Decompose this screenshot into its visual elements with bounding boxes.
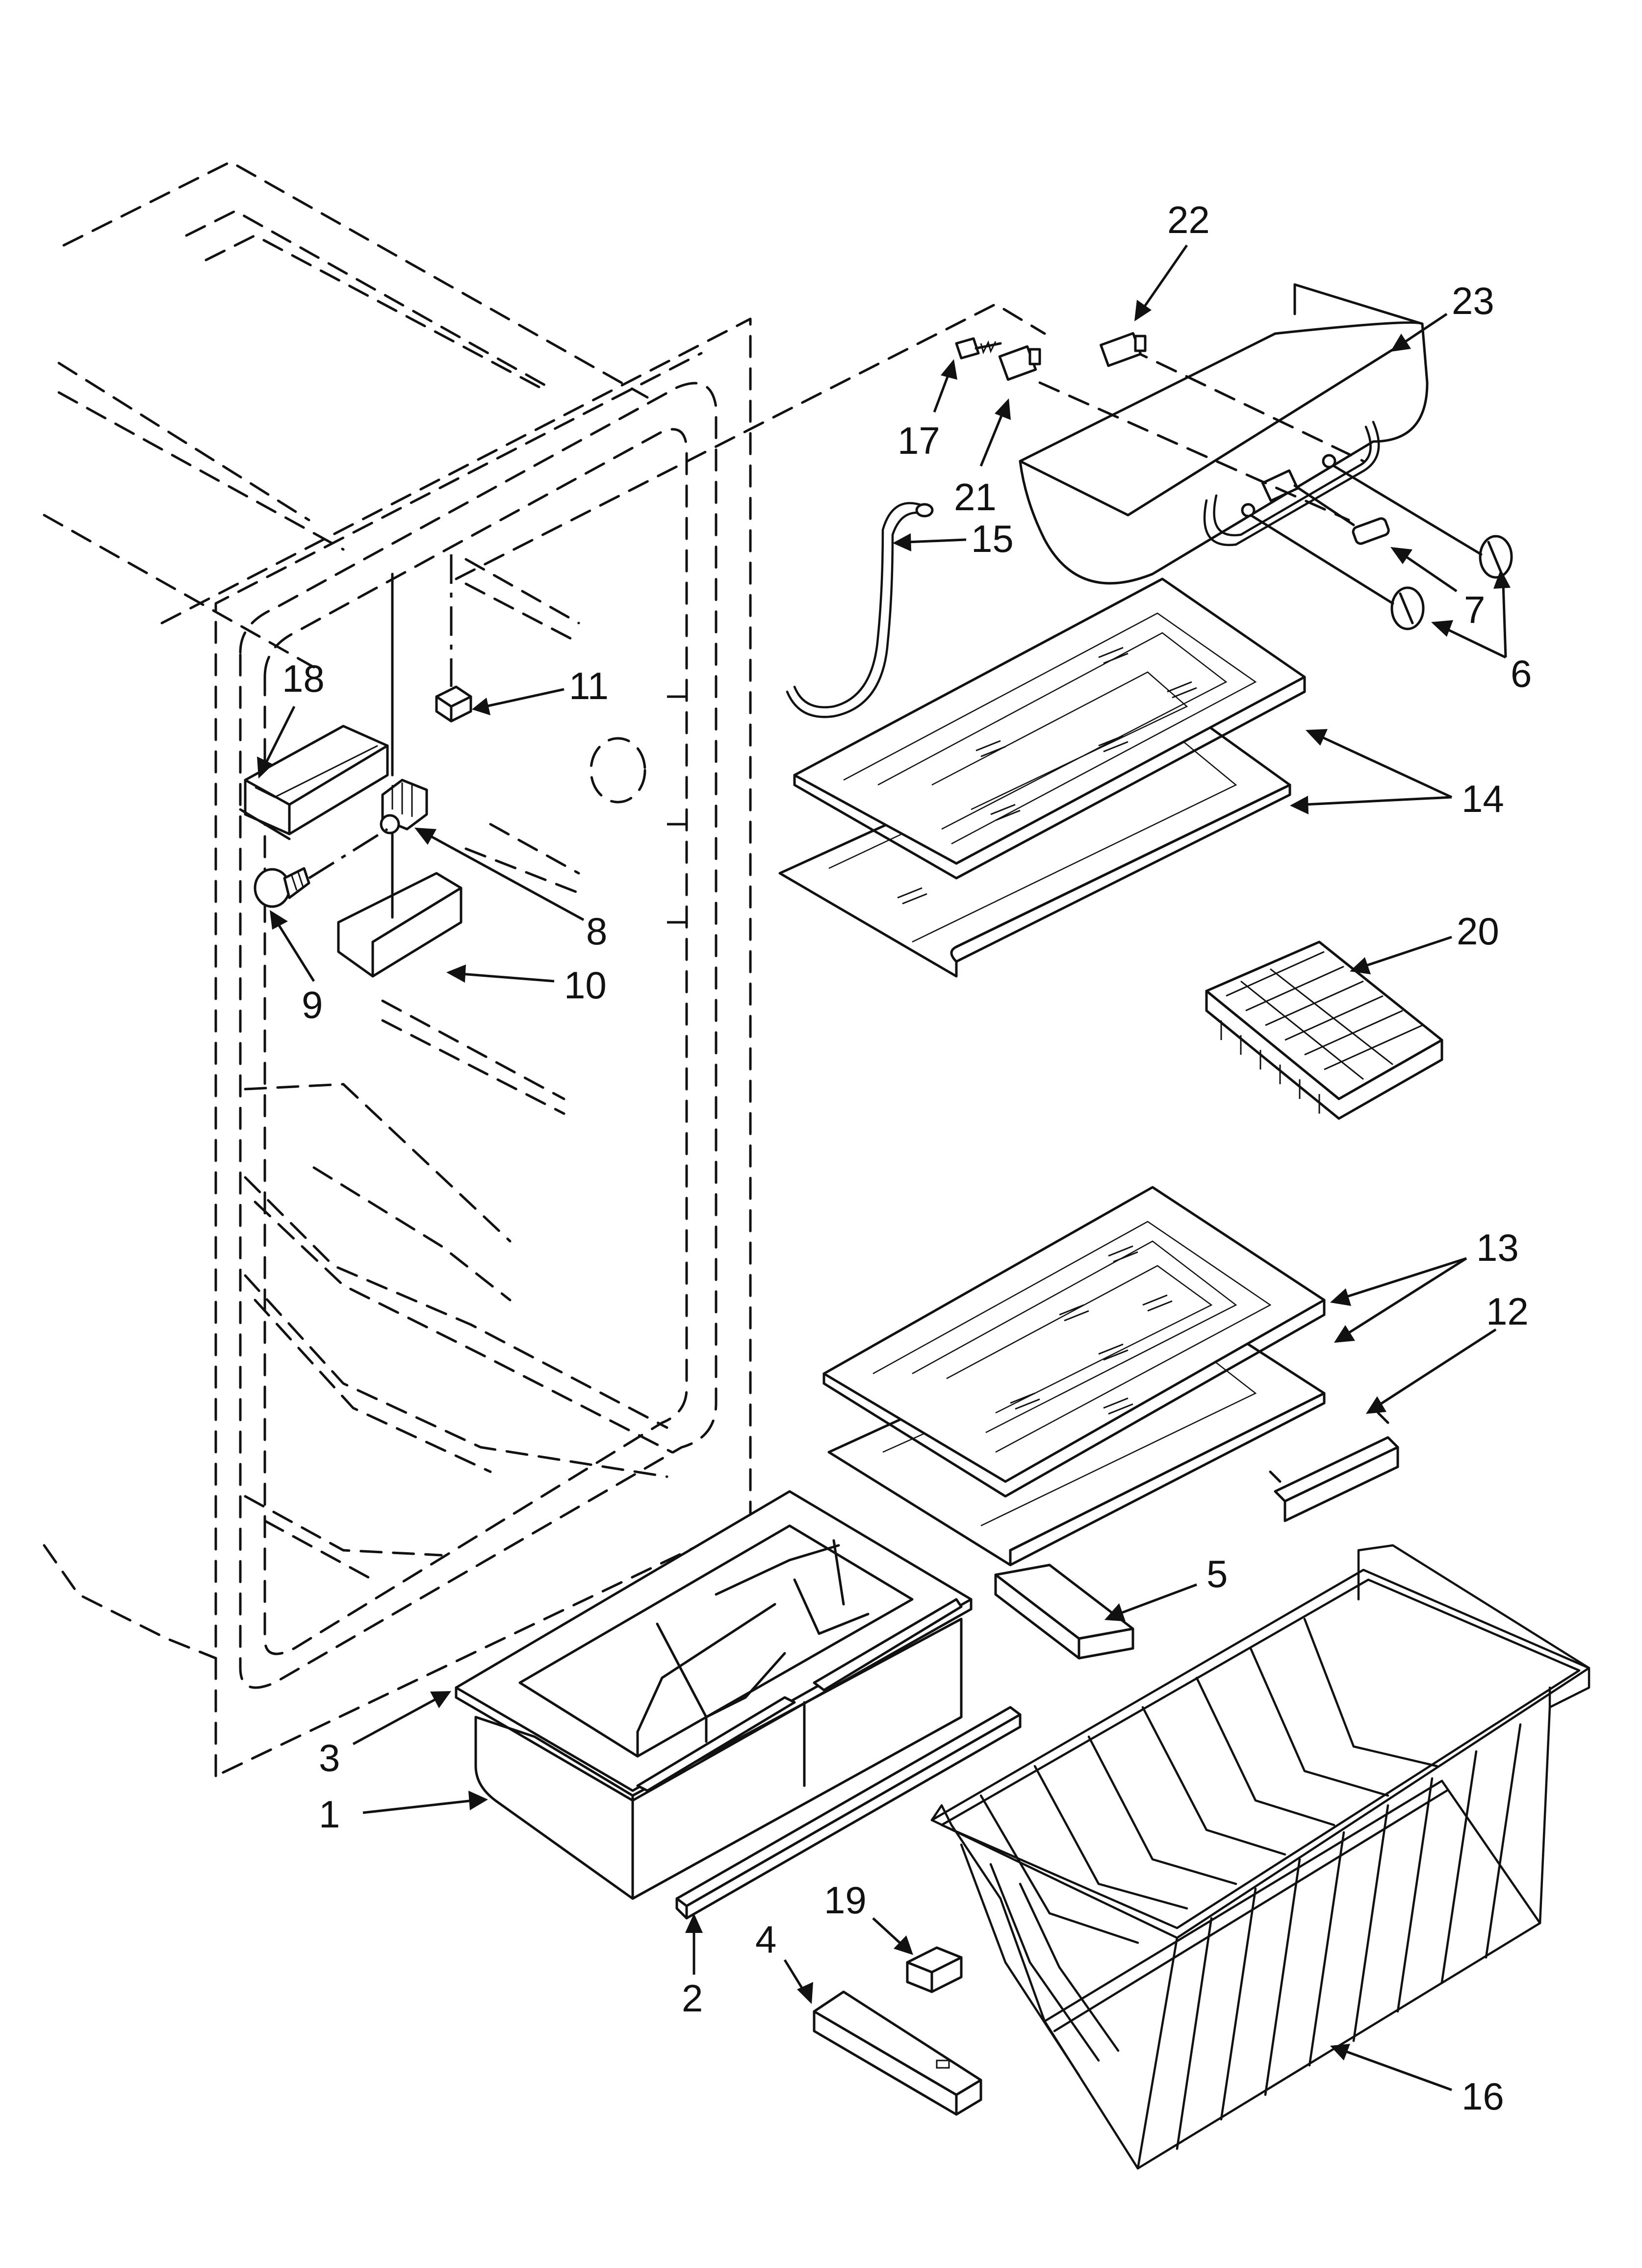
callout-23: 23	[1452, 279, 1494, 322]
part-6-knobs	[1249, 465, 1513, 630]
part-19-clip	[906, 1946, 963, 1993]
part-22-bracket	[1100, 332, 1147, 367]
callout-3: 3	[319, 1736, 340, 1779]
part-13-glass-shelves	[822, 1186, 1326, 1566]
callout-1: 1	[319, 1793, 340, 1836]
part-11-switch	[435, 554, 472, 723]
part-18-light-housing	[239, 725, 389, 840]
callout-18: 18	[282, 657, 325, 700]
callout-22: 22	[1167, 198, 1210, 241]
leader-lines	[257, 244, 1511, 2091]
callout-21: 21	[954, 475, 997, 519]
callout-5: 5	[1206, 1552, 1228, 1595]
part-20-ice-tray	[1205, 940, 1443, 1120]
callout-labels: 1 2 3 4 5 6 7 8 9 10 11 12 13 14 15 16 1…	[282, 198, 1532, 2118]
callout-12: 12	[1486, 1290, 1529, 1333]
cabinet-liner-outline	[43, 160, 1046, 1777]
callout-15: 15	[971, 517, 1014, 560]
part-7-clip	[1293, 484, 1390, 545]
callout-2: 2	[682, 1977, 703, 2020]
part-17-screw	[955, 337, 1002, 360]
callout-13: 13	[1476, 1226, 1519, 1269]
part-15-tube	[786, 502, 934, 718]
part-2-rail	[675, 1706, 1022, 1920]
callout-14: 14	[1462, 777, 1504, 820]
part-9-bulb	[254, 828, 388, 908]
callout-9: 9	[302, 983, 323, 1026]
callout-6: 6	[1511, 652, 1532, 695]
part-23-door-bin	[955, 283, 1513, 630]
callout-20: 20	[1457, 910, 1499, 953]
callout-16: 16	[1462, 2075, 1504, 2118]
callout-10: 10	[564, 964, 607, 1007]
part-8-socket	[380, 573, 428, 834]
part-14-glass-shelves	[778, 577, 1306, 978]
callout-8: 8	[586, 910, 607, 953]
callout-17: 17	[898, 419, 940, 462]
part-5-rail	[994, 1564, 1134, 1660]
callout-11: 11	[569, 664, 609, 707]
part-21-bracket	[998, 345, 1041, 381]
part-4-rail	[813, 1990, 982, 2116]
callout-19: 19	[824, 1878, 867, 1922]
callout-7: 7	[1464, 588, 1485, 631]
part-12-rail	[1269, 1411, 1399, 1522]
callout-4: 4	[755, 1918, 776, 1961]
part-1-3-drawer-assembly	[455, 1490, 973, 1900]
part-10-light-shield	[337, 833, 462, 978]
